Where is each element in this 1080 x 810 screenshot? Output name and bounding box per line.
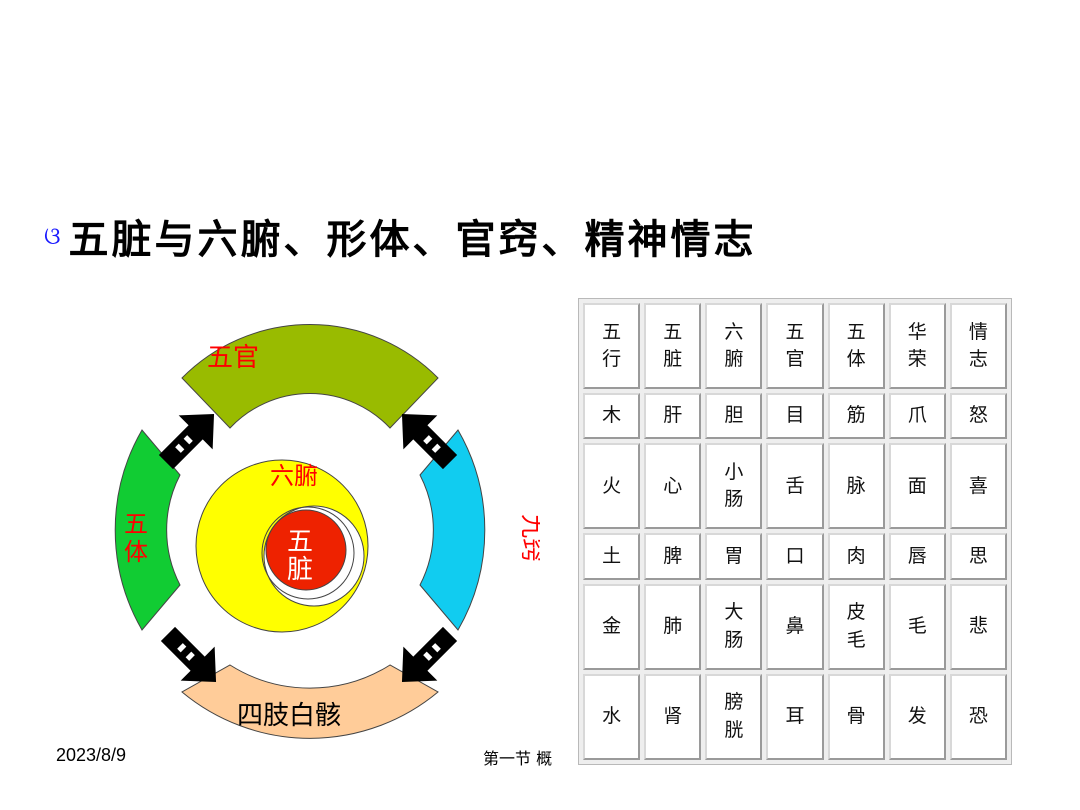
bullet-icon: ଓ — [44, 222, 61, 250]
label-left-1: 五 — [124, 510, 148, 538]
right-band — [419, 429, 486, 631]
arrow-top-right-icon — [401, 413, 458, 470]
label-right: 九窍 — [518, 514, 540, 562]
table-cell: 怒 — [949, 393, 1007, 440]
table-cell: 鼻 — [766, 583, 824, 670]
table-cell: 五脏 — [644, 303, 702, 390]
footer-section: 第一节 概 — [483, 749, 553, 768]
table-cell: 发 — [888, 673, 946, 760]
table-cell: 喜 — [949, 443, 1007, 530]
table-cell: 五体 — [827, 303, 885, 390]
arrow-bottom-right-icon — [401, 626, 458, 683]
table-row: 五行五脏六腑五官五体华荣情志 — [583, 303, 1007, 390]
bottom-band — [181, 664, 439, 739]
table-cell: 恐 — [949, 673, 1007, 760]
label-center-1: 五 — [287, 527, 313, 557]
table-cell: 情志 — [949, 303, 1007, 390]
label-center-2: 脏 — [287, 555, 313, 585]
table-cell: 火 — [583, 443, 641, 530]
table-cell: 五行 — [583, 303, 641, 390]
table-cell: 华荣 — [888, 303, 946, 390]
top-band — [181, 324, 439, 429]
footer-date: 2023/8/9 — [56, 745, 127, 765]
table-cell: 舌 — [766, 443, 824, 530]
label-bottom: 四肢白骸 — [237, 701, 341, 731]
table-cell: 小肠 — [705, 443, 763, 530]
table-cell: 水 — [583, 673, 641, 760]
slide-title: ଓ 五脏与六腑、形体、官窍、精神情志 — [44, 206, 757, 266]
zang-core — [265, 509, 347, 591]
five-phase-table: 五行五脏六腑五官五体华荣情志木肝胆目筋爪怒火心小肠舌脉面喜土脾胃口肉唇思金肺大肠… — [578, 298, 1012, 765]
table-cell: 肾 — [644, 673, 702, 760]
table-cell: 目 — [766, 393, 824, 440]
table-cell: 脉 — [827, 443, 885, 530]
table-cell: 木 — [583, 393, 641, 440]
table-cell: 六腑 — [705, 303, 763, 390]
table-cell: 悲 — [949, 583, 1007, 670]
table-cell: 心 — [644, 443, 702, 530]
table-row: 木肝胆目筋爪怒 — [583, 393, 1007, 440]
table-cell: 胆 — [705, 393, 763, 440]
table-row: 火心小肠舌脉面喜 — [583, 443, 1007, 530]
table-cell: 土 — [583, 533, 641, 580]
label-middle: 六腑 — [270, 462, 318, 490]
table-cell: 大肠 — [705, 583, 763, 670]
arrow-top-left-icon — [158, 413, 215, 470]
table-row: 水肾膀胱耳骨发恐 — [583, 673, 1007, 760]
arrow-bottom-left-icon — [160, 626, 217, 683]
table-cell: 耳 — [766, 673, 824, 760]
table-cell: 筋 — [827, 393, 885, 440]
table-cell: 胃 — [705, 533, 763, 580]
label-left-2: 体 — [124, 538, 148, 566]
table-cell: 皮毛 — [827, 583, 885, 670]
label-top: 五官 — [207, 343, 259, 373]
table-cell: 脾 — [644, 533, 702, 580]
table-cell: 肉 — [827, 533, 885, 580]
organ-diagram: 五官 六腑 四肢白骸 五 脏 五 体 九窍 — [114, 324, 540, 739]
table-cell: 面 — [888, 443, 946, 530]
table-cell: 爪 — [888, 393, 946, 440]
table-cell: 金 — [583, 583, 641, 670]
table-cell: 肺 — [644, 583, 702, 670]
core-outline — [261, 506, 355, 600]
table-cell: 口 — [766, 533, 824, 580]
table-cell: 五官 — [766, 303, 824, 390]
table-cell: 毛 — [888, 583, 946, 670]
table-row: 土脾胃口肉唇思 — [583, 533, 1007, 580]
table-cell: 肝 — [644, 393, 702, 440]
title-text: 五脏与六腑、形体、官窍、精神情志 — [68, 216, 757, 263]
table-cell: 膀胱 — [705, 673, 763, 760]
left-band — [114, 429, 181, 631]
table-cell: 唇 — [888, 533, 946, 580]
table-row: 金肺大肠鼻皮毛毛悲 — [583, 583, 1007, 670]
table-cell: 骨 — [827, 673, 885, 760]
table-cell: 思 — [949, 533, 1007, 580]
